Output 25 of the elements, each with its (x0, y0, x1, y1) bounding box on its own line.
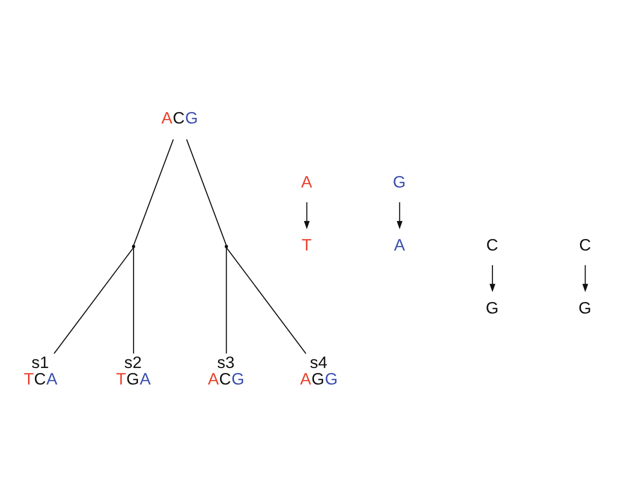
connector (186, 139, 227, 246)
node-text: s3 ACG (208, 354, 244, 388)
node-text: G (578, 299, 592, 318)
arrow (396, 202, 403, 230)
connector (226, 248, 227, 354)
node-text: s1 TCA (24, 354, 58, 388)
node-text: A (394, 236, 405, 254)
arrow (304, 202, 310, 230)
connector (54, 247, 134, 354)
connector (133, 248, 134, 354)
node-text: G (392, 174, 406, 192)
node-text: C (486, 236, 498, 254)
node-text: s2 TGA (116, 354, 151, 388)
arrow (490, 265, 496, 292)
node-text: A (301, 174, 312, 192)
connector (226, 247, 306, 354)
node-text: ACG (161, 110, 198, 128)
node-text: T (302, 236, 312, 254)
arrow (582, 265, 588, 292)
node-text: s4 AGG (300, 354, 338, 388)
node-text: G (486, 299, 499, 318)
node-point (132, 244, 136, 248)
node-point (224, 244, 228, 248)
node-text: C (579, 236, 591, 254)
connector (133, 139, 174, 246)
